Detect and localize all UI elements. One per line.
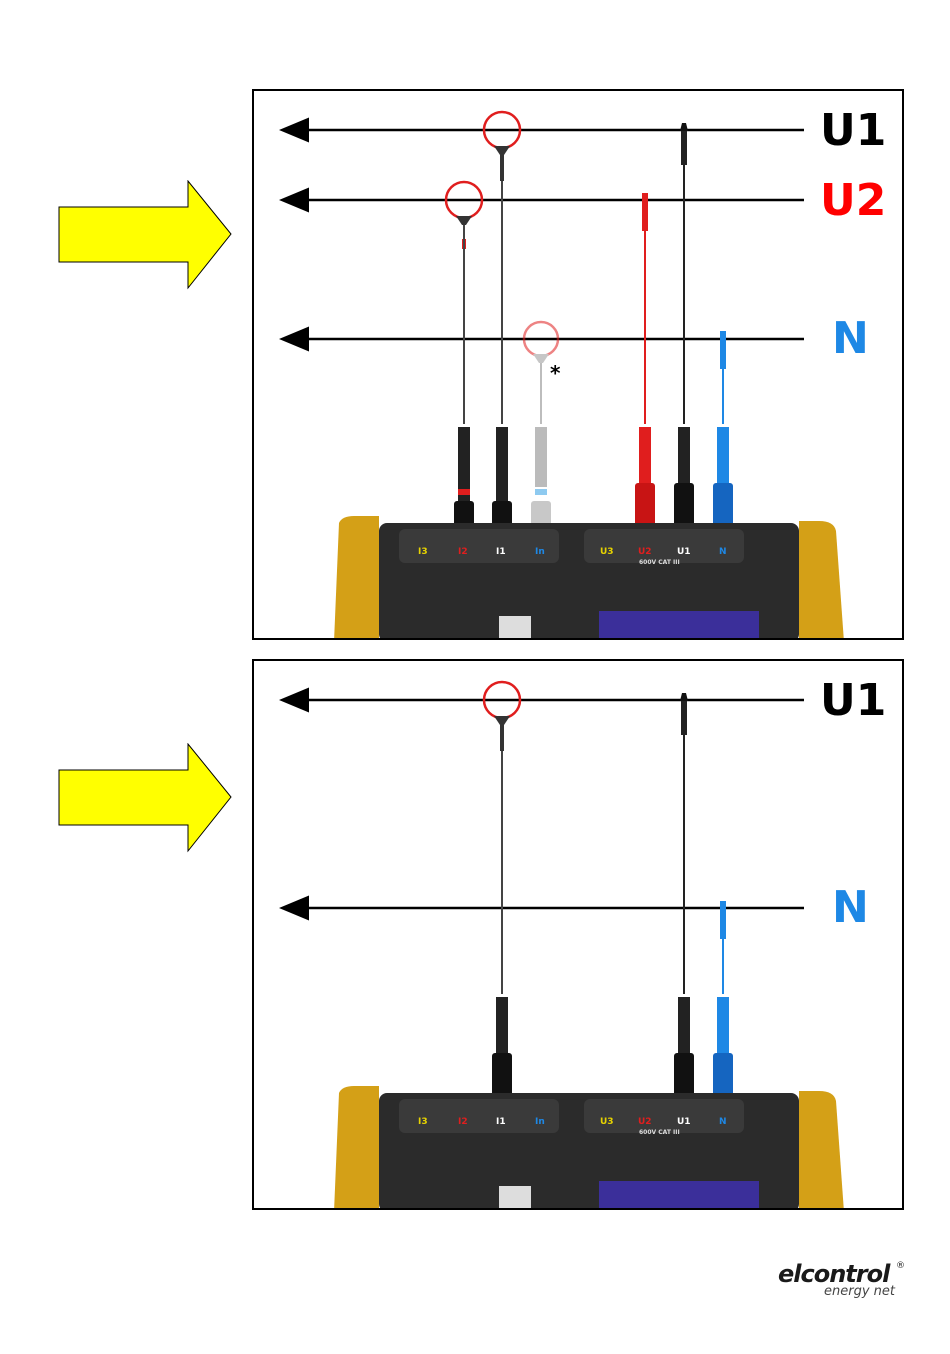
voltage-probe-u2 [635, 193, 655, 533]
label-u1: U1 [820, 109, 886, 153]
wiring-diagram-bottom: U1 N I3 I2 I1 In U3 U2 U1 N 600V CAT III [252, 659, 904, 1210]
current-clamp-in-connector [531, 427, 551, 533]
direction-arrow-bottom [58, 743, 234, 853]
port-u2: U2 [638, 1117, 652, 1127]
port-u3: U3 [600, 547, 614, 557]
current-clamp-i1 [484, 682, 520, 1103]
port-n: N [719, 1117, 727, 1127]
port-i1: I1 [496, 547, 506, 557]
port-u1: U1 [677, 1117, 691, 1127]
wiring-diagram-top: U1 U2 N * I3 I2 I1 In U3 U2 U1 N 600V CA… [252, 89, 904, 640]
label-u2: U2 [820, 179, 886, 223]
port-i1: I1 [496, 1117, 506, 1127]
direction-arrow-top [58, 180, 234, 290]
voltage-probe-u1 [674, 693, 694, 1103]
voltage-probe-n [713, 331, 733, 533]
brand-logo: elcontrol ® energy net [778, 1260, 908, 1304]
port-u3: U3 [600, 1117, 614, 1127]
logo-tagline: energy net [824, 1284, 895, 1299]
analyzer-instrument [334, 1086, 844, 1210]
port-in: In [535, 1117, 545, 1127]
label-n: N [832, 886, 869, 930]
port-i3: I3 [418, 1117, 428, 1127]
port-i2: I2 [458, 547, 468, 557]
analyzer-instrument [334, 516, 844, 640]
current-clamp-i2 [446, 182, 482, 533]
rating-label: 600V CAT III [639, 559, 680, 566]
port-i2: I2 [458, 1117, 468, 1127]
voltage-probe-n [713, 901, 733, 1103]
current-clamp-i1 [484, 112, 520, 533]
port-u1: U1 [677, 547, 691, 557]
port-n: N [719, 547, 727, 557]
logo-registered-mark: ® [896, 1261, 905, 1271]
port-in: In [535, 547, 545, 557]
label-u1: U1 [820, 679, 886, 723]
port-u2: U2 [638, 547, 652, 557]
port-i3: I3 [418, 547, 428, 557]
label-n: N [832, 317, 869, 361]
rating-label: 600V CAT III [639, 1129, 680, 1136]
optional-marker: * [550, 361, 560, 385]
voltage-probe-u1 [674, 123, 694, 533]
